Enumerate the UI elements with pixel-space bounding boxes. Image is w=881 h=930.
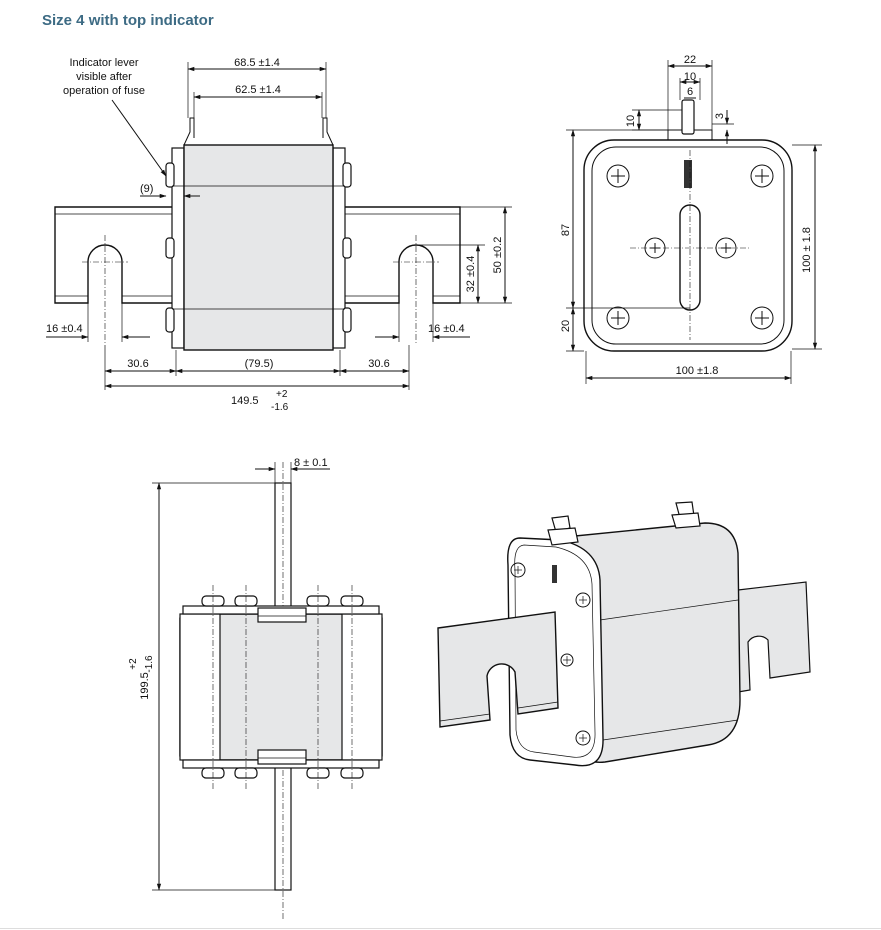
screw-bottom-right: [750, 306, 774, 330]
top-view: 8 ± 0.1 199.5 +2 -1.6: [128, 457, 383, 920]
dim-199-5: 199.5: [139, 672, 151, 700]
dim-62-5: 62.5 ±1.4: [235, 84, 281, 96]
dim-20: 20: [560, 320, 572, 332]
right-blade: [339, 206, 461, 304]
dim-32: 32 ±0.4: [465, 256, 477, 293]
dim-22: 22: [684, 54, 696, 66]
dim-100-side: 100 ± 1.8: [801, 227, 813, 273]
tol-plus-side: +2: [276, 389, 288, 400]
diagram-title: Size 4 with top indicator: [42, 12, 214, 29]
dim-10-left: 10: [625, 115, 637, 127]
dim-149-5: 149.5: [231, 395, 259, 407]
iso-back-blade: [737, 581, 811, 693]
tol-minus-side: -1.6: [271, 402, 289, 413]
screw-mid-left: [644, 237, 666, 259]
note-line-3: operation of fuse: [63, 85, 145, 97]
dim-16-left: 16 ±0.4: [46, 323, 83, 335]
dim-9: (9): [140, 183, 153, 195]
note-line-2: visible after: [76, 71, 132, 83]
dim-30-6-right: 30.6: [368, 358, 389, 370]
dim-100-bottom: 100 ±1.8: [676, 365, 719, 377]
left-blade: [54, 206, 178, 304]
dim-10-top: 10: [684, 71, 696, 83]
dim-6: 6: [687, 86, 693, 98]
screw-mid-right: [715, 237, 737, 259]
dim-87: 87: [560, 224, 572, 236]
tol-plus-top: +2: [128, 658, 139, 670]
dim-3: 3: [714, 113, 726, 119]
left-indicator-lever: [183, 117, 195, 146]
tol-minus-top: -1.6: [144, 655, 155, 673]
dim-68-5: 68.5 ±1.4: [234, 57, 280, 69]
dim-16-right: 16 ±0.4: [428, 323, 465, 335]
indicator-window: [684, 160, 692, 188]
screw-top-right: [750, 164, 774, 188]
screw-bottom-left: [606, 306, 630, 330]
note-line-1: Indicator lever: [69, 57, 138, 69]
top-indicator: [681, 99, 695, 135]
fuse-body: [183, 144, 334, 351]
dim-50: 50 ±0.2: [492, 237, 504, 274]
screw-top-left: [606, 164, 630, 188]
bottom-rule: [0, 928, 881, 929]
front-view: 22 10 6 10 3 87 20 100 ± 1.8 100 ±1: [560, 54, 822, 384]
dim-30-6-left: 30.6: [127, 358, 148, 370]
dim-79-5: (79.5): [245, 358, 274, 370]
iso-front-blade: [437, 611, 559, 728]
side-view: Indicator lever visible after operation …: [46, 57, 512, 413]
isometric-view: [437, 501, 811, 767]
dim-8: 8 ± 0.1: [294, 457, 328, 469]
